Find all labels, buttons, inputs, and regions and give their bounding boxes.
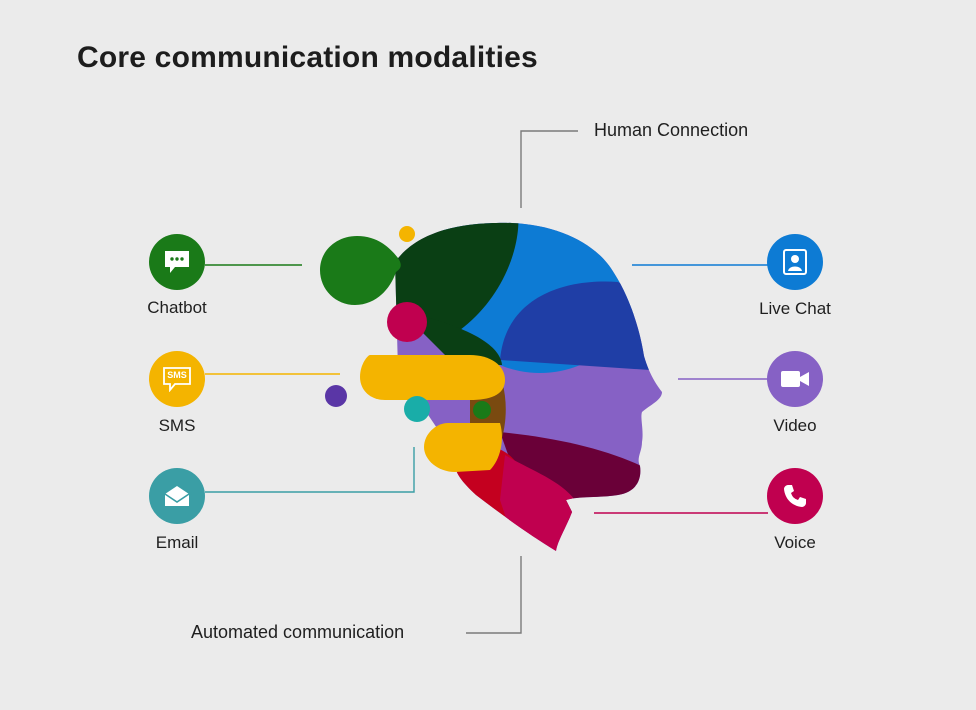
sms-label: SMS (158, 416, 196, 435)
email-label: Email (155, 533, 199, 552)
live-chat-icon-circle (767, 234, 823, 290)
live-chat-label: Live Chat (759, 299, 831, 318)
purple-dot (325, 385, 347, 407)
sms-icon-circle: SMS (149, 351, 205, 407)
chat-bubble-icon (163, 249, 191, 275)
human-connection-leader-line (520, 130, 578, 208)
voice-icon-circle (767, 468, 823, 524)
page-title: Core communication modalities (77, 41, 538, 74)
email-connector-line (205, 447, 415, 493)
magenta-dot (387, 302, 427, 342)
chatbot-icon-circle (149, 234, 205, 290)
phone-icon (782, 483, 808, 509)
human-connection-label: Human Connection (594, 120, 749, 140)
email-icon-circle (149, 468, 205, 524)
person-screen-icon (782, 248, 808, 276)
yellow-dot (399, 226, 415, 242)
video-camera-icon (780, 369, 810, 389)
yellow-blob-upper (360, 355, 505, 400)
teal-dot (404, 396, 430, 422)
video-icon-circle (767, 351, 823, 407)
sms-icon-text: SMS (167, 370, 187, 380)
chatbot-label: Chatbot (147, 298, 207, 317)
green-blob (320, 236, 401, 305)
video-label: Video (773, 416, 817, 435)
yellow-blob-lower (424, 423, 502, 472)
voice-label: Voice (774, 533, 816, 552)
envelope-icon (163, 484, 191, 508)
green-dot (473, 401, 491, 419)
automated-communication-label: Automated communication (191, 622, 405, 642)
sms-icon: SMS (162, 366, 192, 392)
automated-communication-leader-line (466, 556, 522, 634)
